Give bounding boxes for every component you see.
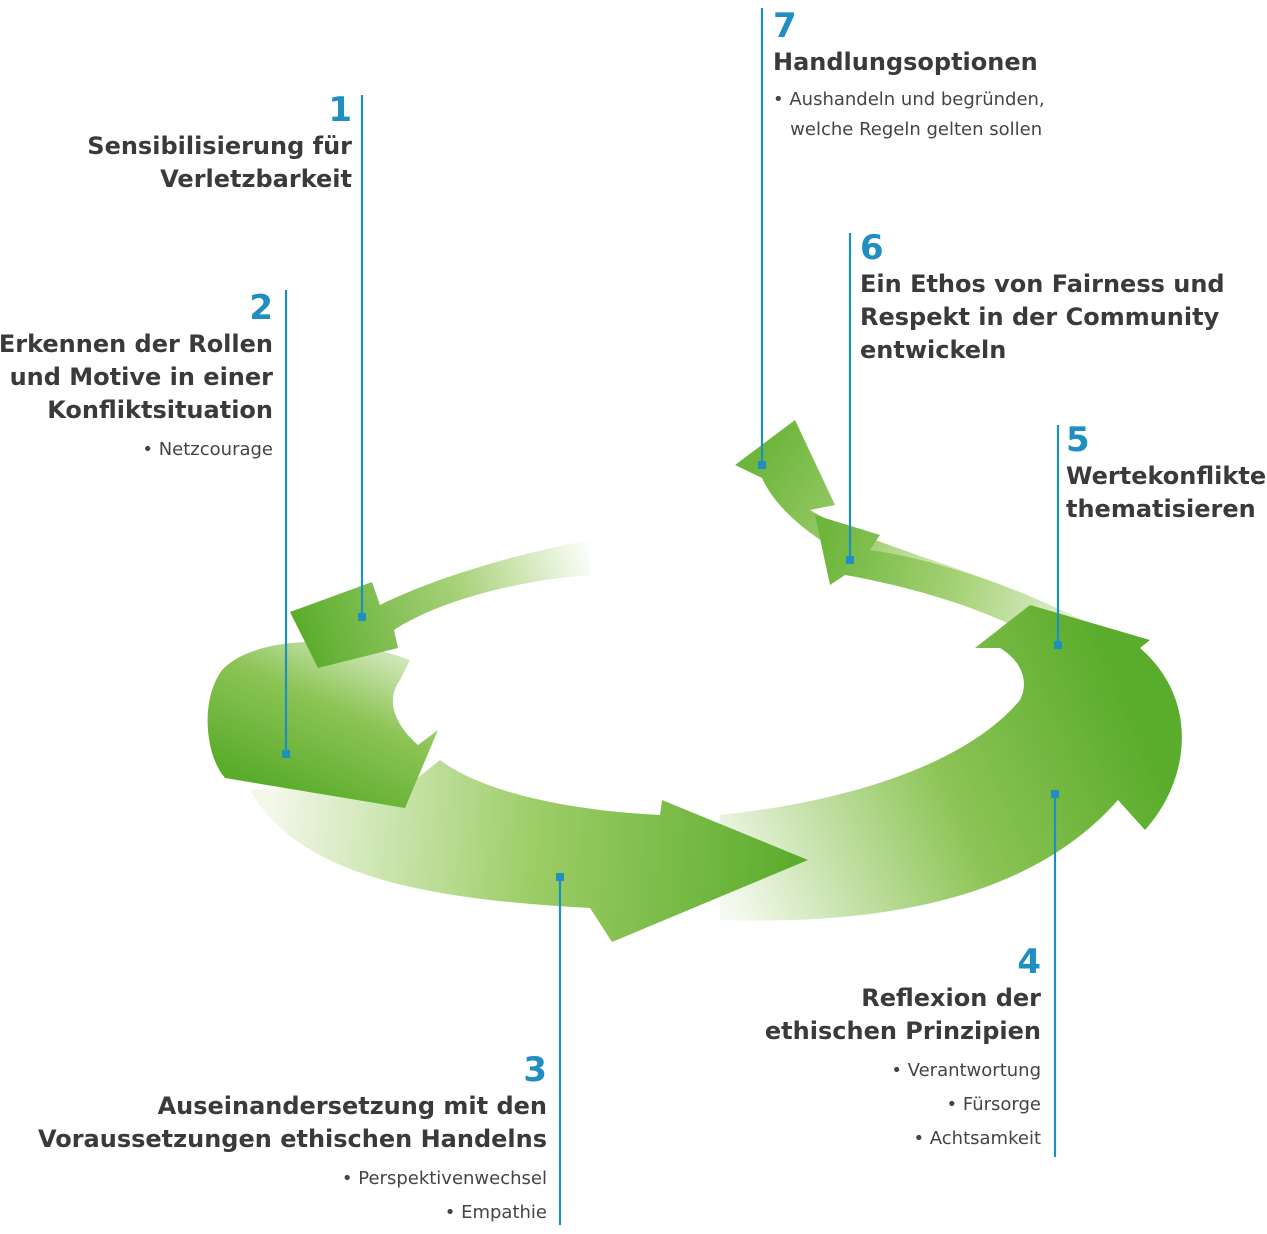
step-bullets: Aushandeln und begründen, welche Regeln … [773,85,1044,145]
bullet-item: welche Regeln gelten sollen [790,119,1043,140]
step-title: Auseinandersetzung mit den [157,1092,547,1120]
step-bullets: Netzcourage [0,433,273,467]
step-title: Ein Ethos von Fairness und [860,270,1225,298]
bullet-item: Fürsorge [765,1088,1041,1122]
step-title: Konfliktsituation [47,396,273,424]
step-6: 6 Ein Ethos von Fairness und Respekt in … [860,228,1225,367]
leader-marker-4 [1051,790,1059,798]
step-2: 2 Erkennen der Rollen und Motive in eine… [0,288,273,467]
step-4: 4 Reflexion der ethischen Prinzipien Ver… [765,942,1041,1156]
step-number: 7 [773,6,797,46]
step-number: 5 [1066,420,1090,460]
step-title: thematisieren [1066,495,1256,523]
step-title: Handlungsoptionen [773,48,1038,76]
bullet-item: Netzcourage [0,433,273,467]
bullet-item: Aushandeln und begründen, [773,85,1044,115]
leader-marker-3 [556,873,564,881]
bullet-item: Verantwortung [765,1054,1041,1088]
step-title: Respekt in der Community [860,303,1220,331]
cycle-arrow-3 [250,760,808,942]
bullet-item: Empathie [38,1196,547,1230]
bullet-item: Achtsamkeit [765,1122,1041,1156]
step-title: entwickeln [860,336,1007,364]
cycle-arrow-7 [735,420,1030,615]
step-title: und Motive in einer [9,363,273,391]
cycle-arrow-1 [290,540,590,668]
step-1: 1 Sensibilisierung für Verletzbarkeit [87,90,352,196]
step-title: Wertekonflikte [1066,462,1267,490]
step-number: 6 [860,228,884,268]
step-number: 4 [1017,942,1041,982]
cycle-arrow-5 [720,605,1182,921]
cycle-arrow-2 [207,641,438,808]
step-title: Erkennen der Rollen [0,330,273,358]
step-bullets: Verantwortung Fürsorge Achtsamkeit [765,1054,1041,1156]
step-title: Sensibilisierung für [87,132,352,160]
bullet-item: Perspektivenwechsel [38,1162,547,1196]
step-number: 3 [523,1050,547,1090]
leader-marker-5 [1054,641,1062,649]
step-3: 3 Auseinandersetzung mit den Voraussetzu… [38,1050,547,1230]
step-5: 5 Wertekonflikte thematisieren [1066,420,1266,526]
leader-marker-6 [846,556,854,564]
step-number: 1 [328,90,352,130]
leader-marker-7 [758,461,766,469]
step-number: 2 [249,288,273,328]
step-title: ethischen Prinzipien [764,1017,1041,1045]
step-title: Voraussetzungen ethischen Handelns [37,1125,547,1153]
step-title: Reflexion der [861,984,1041,1012]
step-bullets: Perspektivenwechsel Empathie [38,1162,547,1230]
step-title: Verletzbarkeit [160,165,352,193]
leader-marker-2 [282,750,290,758]
leader-marker-1 [358,613,366,621]
step-7: 7 Handlungsoptionen Aushandeln und begrü… [773,6,1045,145]
